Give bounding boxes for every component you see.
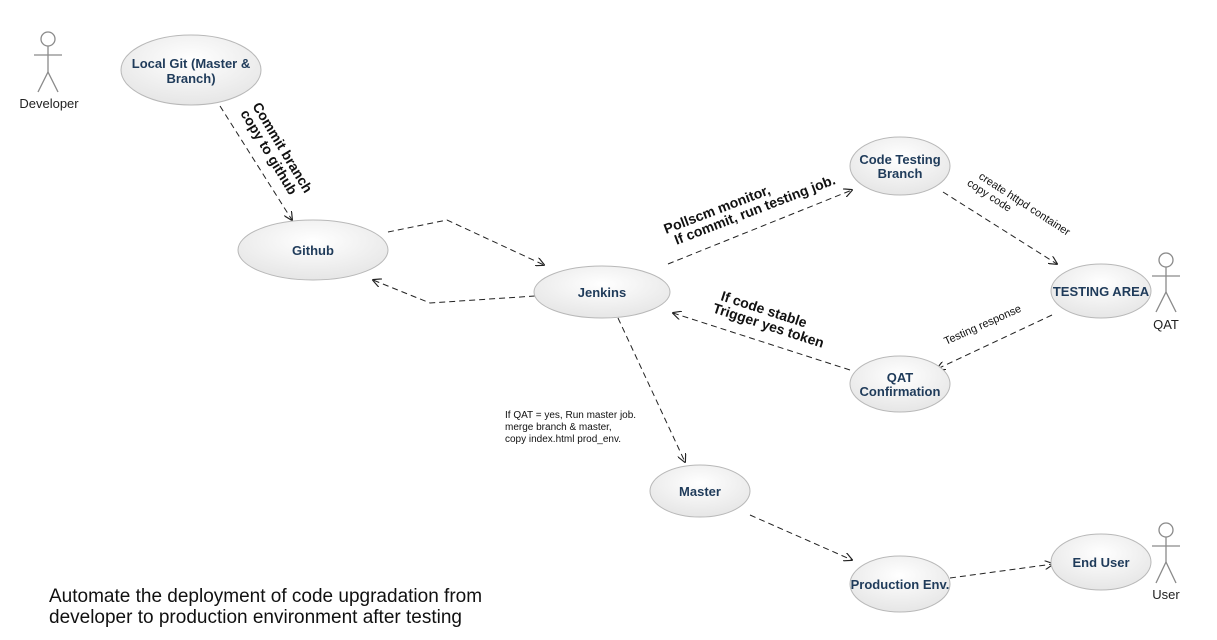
user-head-icon (1158, 522, 1174, 538)
svg-text:copy index.html prod_env.: copy index.html prod_env. (505, 434, 621, 445)
edge-testing-area-to-qat (937, 314, 1053, 369)
node-jenkins: Jenkins (533, 265, 671, 319)
edge-code-testing-to-testing-area (942, 191, 1057, 264)
code-stable-label: If code stable Trigger yes token (711, 288, 826, 351)
svg-text:Automate the deployment of cod: Automate the deployment of code upgradat… (49, 586, 482, 607)
node-production-env: Production Env. (849, 555, 951, 613)
svg-text:Production Env.: Production Env. (851, 577, 950, 592)
edge-master-to-production (749, 514, 852, 560)
svg-text:Branch: Branch (878, 166, 923, 181)
edge-jenkins-to-master (617, 317, 685, 462)
diagram-caption: Automate the deployment of code upgradat… (49, 586, 482, 628)
pollscm-label: Pollscm monitor, If commit, run testing … (661, 171, 837, 247)
node-end-user: End User (1050, 533, 1152, 591)
qat-head-icon (1158, 252, 1174, 268)
httpd-label: create httpd container copy code (965, 170, 1073, 238)
svg-text:Jenkins: Jenkins (578, 285, 626, 300)
svg-text:TESTING AREA: TESTING AREA (1053, 284, 1150, 299)
edge-production-to-end-user (949, 564, 1053, 579)
edge-local-to-github (219, 105, 292, 220)
svg-text:Confirmation: Confirmation (860, 384, 941, 399)
developer-label: Developer (19, 96, 79, 111)
svg-text:Github: Github (292, 243, 334, 258)
svg-text:If QAT = yes, Run master job.: If QAT = yes, Run master job. (505, 410, 636, 421)
user-actor: User (1152, 522, 1180, 602)
node-testing-area: TESTING AREA (1050, 263, 1152, 319)
edge-qat-to-jenkins (673, 313, 851, 371)
qat-label: QAT (1153, 317, 1179, 332)
node-qat-confirmation: QAT Confirmation (849, 355, 951, 413)
node-local-git: Local Git (Master & Branch) (120, 34, 262, 106)
master-job-label: If QAT = yes, Run master job. merge bran… (505, 410, 636, 445)
svg-text:Testing response: Testing response (942, 303, 1023, 348)
svg-text:Code Testing: Code Testing (859, 152, 940, 167)
developer-actor: Developer (19, 31, 79, 111)
node-github: Github (237, 219, 389, 281)
svg-text:Local Git (Master &: Local Git (Master & (132, 56, 250, 71)
user-label: User (1152, 587, 1180, 602)
node-code-testing-branch: Code Testing Branch (849, 136, 951, 196)
commit-branch-label: Commit branch copy to github (237, 99, 316, 197)
svg-text:End User: End User (1072, 555, 1129, 570)
svg-text:Branch): Branch) (166, 71, 215, 86)
svg-text:Master: Master (679, 484, 721, 499)
edge-github-to-jenkins (387, 219, 544, 265)
qat-actor: QAT (1152, 252, 1180, 332)
svg-text:developer to production enviro: developer to production environment afte… (49, 607, 462, 628)
node-master: Master (649, 464, 751, 518)
developer-head-icon (40, 31, 56, 47)
svg-text:merge branch & master,: merge branch & master, (505, 422, 612, 433)
svg-text:create httpd container: create httpd container (976, 170, 1072, 238)
testing-response-label: Testing response (942, 303, 1023, 348)
edge-jenkins-to-code-testing (667, 190, 852, 265)
edge-jenkins-to-github (373, 280, 536, 304)
svg-text:QAT: QAT (887, 370, 914, 385)
